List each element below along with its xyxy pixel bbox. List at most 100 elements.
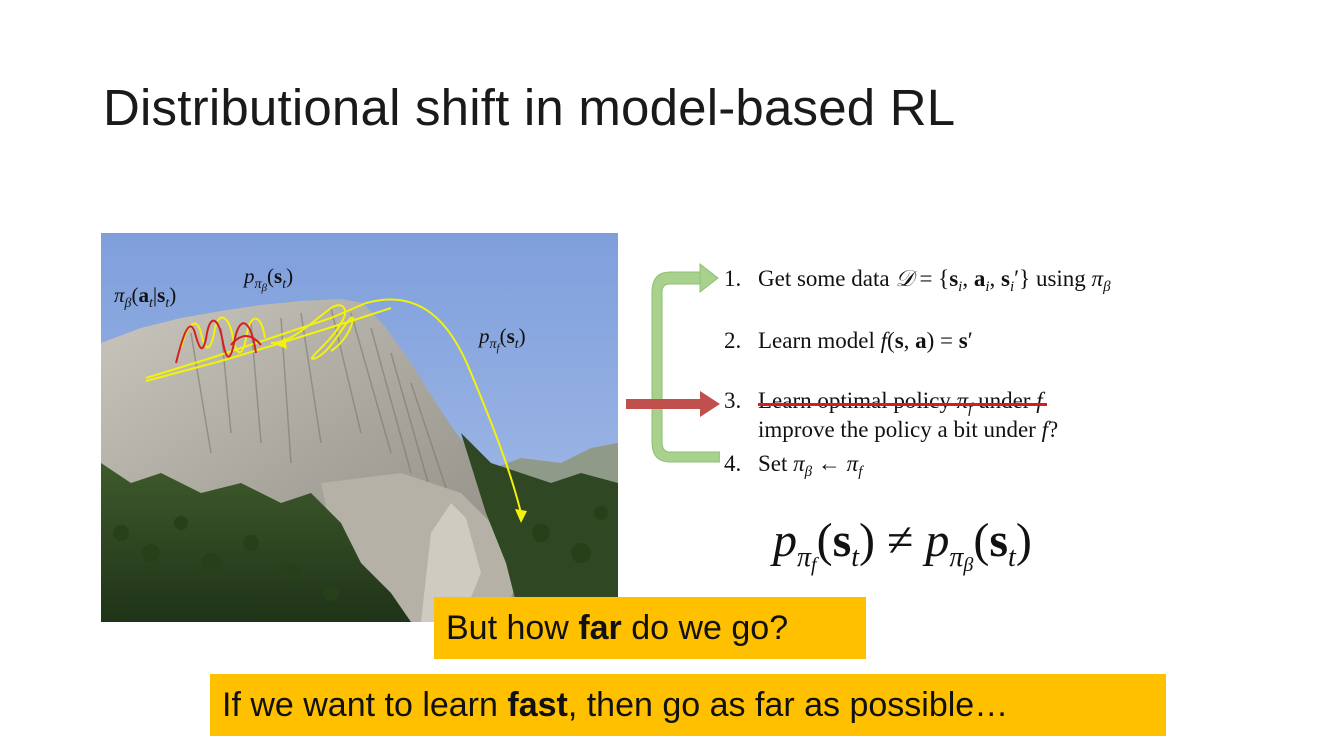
question-text-b: do we go? (621, 609, 789, 647)
label-sub-f: f (496, 342, 500, 354)
step-2-s: s (894, 328, 904, 353)
step-4-pi: π (793, 451, 805, 476)
loop-body (651, 271, 720, 463)
label-state-dist-beta: pπβ(st) (244, 264, 294, 294)
loop-arrow (651, 262, 720, 463)
eq-s-right: s (989, 514, 1009, 567)
policy-curves (175, 319, 262, 364)
loop-arrowhead (699, 262, 719, 294)
step-2-a: a (915, 328, 927, 353)
step-1-dataset: 𝒟 (895, 266, 914, 291)
pointer-arrow-shaft (626, 399, 702, 409)
label-state: s (157, 283, 166, 307)
step-3-pi-sub: f (968, 401, 973, 417)
step-3-struck-text: Learn optimal policy πf under f (758, 388, 1047, 418)
policy-density-curve (175, 319, 257, 364)
eq-paren-open-2: ( (973, 514, 990, 567)
mountain-illustration (101, 233, 618, 622)
step-3-strike-b: under (972, 388, 1037, 413)
pointer-arrow-head (700, 391, 720, 417)
step-3-pi: π (956, 388, 969, 413)
slide-title: Distributional shift in model-based RL (103, 79, 956, 136)
eq-p-left: p (773, 514, 797, 567)
answer-bold: fast (507, 686, 568, 724)
step-4-number: 4. (724, 451, 742, 476)
step-1-eq: = { (913, 266, 950, 291)
step-3-number: 3. (724, 388, 742, 413)
step-1-text: Get some data (758, 266, 896, 291)
step-2-prime: ′ (967, 328, 973, 353)
eq-not-equal: ≠ (875, 514, 926, 567)
step-1-a-sub: i (985, 279, 990, 295)
label-s-sub: t (282, 277, 287, 292)
eq-beta-sub: β (963, 554, 974, 576)
step-4-text: Set (758, 451, 794, 476)
pointer-arrow (626, 391, 720, 417)
mountain-photo (101, 233, 618, 622)
label-action-sub: t (149, 296, 153, 311)
step-1-using: } using (1019, 266, 1092, 291)
step-4-pi-sub: β (804, 464, 813, 480)
eq-paren-close: ) (859, 514, 876, 567)
step-2: 2.Learn model f(s, a) = s′ (724, 328, 973, 354)
step-1-pi: π (1091, 266, 1104, 291)
step-3-f: f (1036, 388, 1043, 413)
eq-t-left: t (851, 542, 860, 573)
label-sub-pi: π (489, 337, 497, 352)
label-p: p (479, 324, 490, 348)
step-1-s-sub: i (958, 279, 963, 295)
label-state-sub: t (165, 296, 170, 311)
step-2-text: Learn model (758, 328, 881, 353)
step-3-strike-a: Learn optimal policy (758, 388, 957, 413)
label-paren-close: ) (169, 283, 177, 307)
step-2-comma: , (903, 328, 916, 353)
tree-dots (113, 506, 608, 601)
label-state-dist-f: pπf(st) (479, 324, 526, 354)
eq-t-right: t (1008, 542, 1016, 573)
answer-callout: If we want to learn fast, then go as far… (210, 674, 1166, 736)
eq-paren-open: ( (816, 514, 833, 567)
step-1-comma: , (962, 266, 974, 291)
eq-pi-left: π (797, 542, 812, 573)
step-3-improve-text: improve the policy a bit under (758, 417, 1042, 442)
step-2-f: f (880, 328, 888, 353)
step-3-replacement: improve the policy a bit under f? (758, 417, 1058, 443)
trajectory-arrowhead (515, 509, 527, 523)
label-given-bar: | (152, 283, 158, 307)
step-4-pi-f-sub: f (858, 464, 863, 480)
label-s: s (506, 324, 515, 348)
step-1-s: s (949, 266, 959, 291)
step-4-assign-arrow: ← (812, 451, 847, 476)
state-density-curve (180, 316, 266, 354)
answer-text-b: , then go as far as possible… (567, 686, 1009, 724)
label-beta-sub: β (124, 296, 132, 311)
step-1-pi-sub: β (1103, 279, 1111, 295)
label-sub-beta: β (261, 282, 267, 294)
answer-text-a: If we want to learn (222, 686, 508, 724)
step-3-improve-f: f (1041, 417, 1048, 442)
step-1-s-next: s (1001, 266, 1010, 291)
label-pi: π (114, 283, 125, 307)
step-4-pi-f: π (846, 451, 859, 476)
distribution-inequality: pπf(st) ≠ pπβ(st) (773, 513, 1032, 577)
question-callout: But how far do we go? (434, 597, 866, 659)
eq-p-right: p (925, 514, 950, 567)
label-action: a (138, 283, 150, 307)
trajectory-line (145, 302, 367, 379)
step-1-a: a (973, 266, 986, 291)
label-policy-beta: πβ(at|st) (114, 283, 176, 312)
question-text-a: But how (446, 609, 579, 647)
label-paren-open: ( (131, 283, 139, 307)
label-sub-pi: π (254, 277, 262, 292)
step-2-rhs: s (958, 328, 968, 353)
step-1-number: 1. (724, 266, 742, 291)
state-density-wiggle (270, 304, 354, 360)
eq-pi-right: π (949, 542, 964, 573)
step-4: 4.Set πβ ← πf (724, 451, 862, 481)
step-1-prime: ′ (1014, 266, 1020, 291)
step-2-eq: ) = (926, 328, 959, 353)
question-bold: far (578, 609, 622, 647)
trajectory-arrowhead-small (277, 337, 287, 349)
shifted-trajectory (365, 298, 522, 514)
eq-s-left: s (832, 514, 852, 567)
